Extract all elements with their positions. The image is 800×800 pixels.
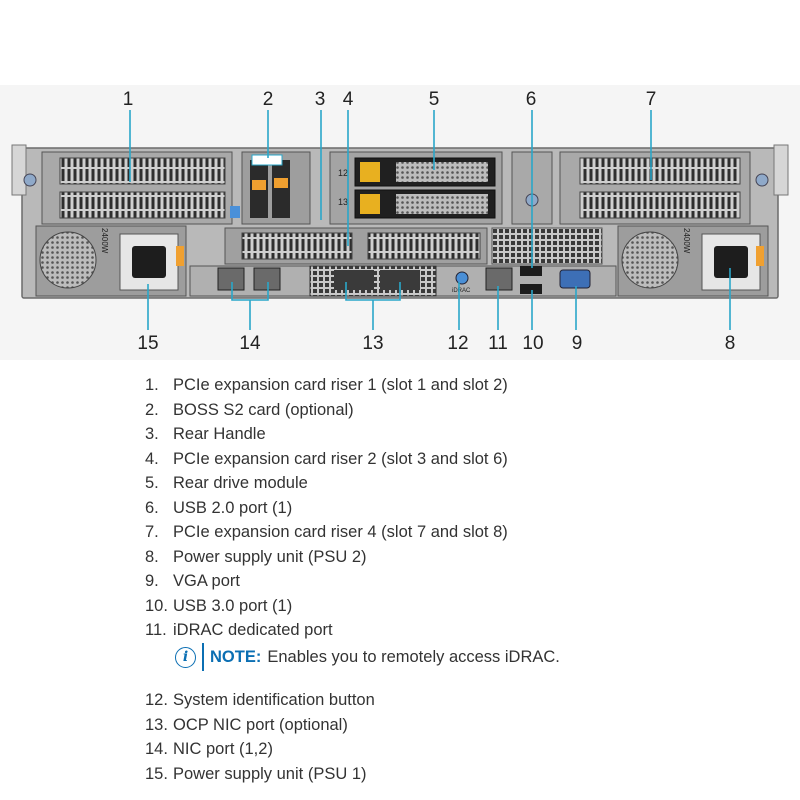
legend-text: Power supply unit (PSU 2): [173, 547, 367, 566]
leader-lines: [129, 110, 731, 330]
note-divider: [202, 643, 204, 671]
callout-labels: 1 2 3 4 5 6 7 8 9 10 11 12 13 14 15: [123, 89, 736, 354]
legend-number: 8.: [145, 547, 159, 566]
legend-text: iDRAC dedicated port: [173, 621, 333, 639]
legend-number: 2.: [145, 400, 159, 419]
legend-item: 2. BOSS S2 card (optional): [145, 398, 508, 423]
callout-7: 7: [646, 89, 657, 110]
psu-2-rating: 2400W: [682, 228, 691, 254]
legend-text: System identification button: [173, 691, 375, 709]
psu-2: 2400W: [617, 225, 769, 297]
idrac-port: [485, 267, 513, 291]
legend-text: BOSS S2 card (optional): [173, 400, 354, 419]
legend-text: PCIe expansion card riser 4 (slot 7 and …: [173, 523, 508, 541]
legend-item: 15. Power supply unit (PSU 1): [145, 762, 508, 787]
system-id-button: [455, 271, 469, 285]
pcie-riser-4: [511, 151, 751, 225]
vga-port: [559, 269, 591, 289]
psu-1: 2400W: [35, 225, 187, 297]
pcie-riser-2: [224, 227, 603, 265]
callout-5: 5: [429, 89, 440, 110]
legend-text: VGA port: [173, 572, 240, 590]
component-legend: 1. PCIe expansion card riser 1 (slot 1 an…: [145, 373, 508, 786]
legend-item: 9. VGA port: [145, 569, 508, 594]
note-text: Enables you to remotely access iDRAC.: [267, 647, 560, 666]
usb-3-port: [520, 284, 542, 294]
note-label: NOTE:: [210, 647, 262, 666]
callout-8: 8: [725, 333, 736, 354]
legend-item: 6. USB 2.0 port (1): [145, 496, 508, 521]
callout-13: 13: [362, 333, 383, 354]
callout-15: 15: [137, 333, 158, 354]
legend-item: 5. Rear drive module: [145, 471, 508, 496]
nic-port-2: [253, 267, 281, 291]
legend-text: Rear Handle: [173, 425, 266, 443]
legend-item: 13. OCP NIC port (optional): [145, 713, 508, 738]
legend-item: 1. PCIe expansion card riser 1 (slot 1 an…: [145, 373, 508, 398]
legend-number: 4.: [145, 449, 159, 468]
legend-text: Power supply unit (PSU 1): [173, 764, 367, 783]
legend-item: 7. PCIe expansion card riser 4 (slot 7 an…: [145, 520, 508, 545]
pcie-riser-1: [41, 151, 233, 225]
callout-10: 10: [522, 333, 543, 354]
legend-text: Rear drive module: [173, 474, 308, 492]
legend-number: 11.: [145, 621, 167, 639]
legend-number: 1.: [145, 376, 159, 394]
rear-drive-module: 12 13: [329, 151, 503, 225]
legend-item: 11. iDRAC dedicated port: [145, 618, 508, 688]
legend-number: 5.: [145, 474, 159, 492]
usb-2-port: [520, 266, 542, 276]
legend-number: 10.: [145, 596, 168, 615]
legend-text: PCIe expansion card riser 2 (slot 3 and …: [173, 449, 508, 468]
legend-item: 14. NIC port (1,2): [145, 737, 508, 762]
callout-2: 2: [263, 89, 274, 110]
callout-6: 6: [526, 89, 537, 110]
info-icon: i: [175, 646, 196, 668]
left-thumbscrew-icon: [23, 173, 37, 187]
legend-item: 10. USB 3.0 port (1): [145, 594, 508, 619]
legend-text: PCIe expansion card riser 1 (slot 1 and …: [173, 376, 508, 394]
legend-number: 7.: [145, 523, 159, 541]
boss-s2-card: [230, 151, 311, 225]
idrac-note: i NOTE: Enables you to remotely access i…: [175, 643, 560, 671]
callout-11: 11: [488, 333, 508, 354]
server-rear-diagram: 12 13 2400W 2400W: [0, 85, 800, 360]
psu-1-fan-icon: [39, 231, 97, 289]
callout-14: 14: [239, 333, 261, 354]
legend-item: 4. PCIe expansion card riser 2 (slot 3 an…: [145, 447, 508, 472]
callout-1: 1: [123, 89, 134, 110]
idrac-mark: iDRAC: [452, 288, 471, 294]
legend-number: 13.: [145, 715, 168, 734]
drive-bay-a-label: 12: [338, 168, 348, 178]
legend-number: 6.: [145, 498, 159, 517]
legend-number: 3.: [145, 425, 159, 443]
legend-item: 8. Power supply unit (PSU 2): [145, 545, 508, 570]
legend-text: USB 2.0 port (1): [173, 498, 293, 517]
legend-number: 9.: [145, 572, 159, 590]
legend-text: OCP NIC port (optional): [173, 715, 348, 734]
callout-3: 3: [315, 89, 326, 110]
legend-number: 15.: [145, 764, 168, 783]
legend-item: 12. System identification button: [145, 688, 508, 713]
right-thumbscrew-icon: [755, 173, 769, 187]
nic-port-1: [217, 267, 245, 291]
io-panel: iDRAC: [189, 265, 617, 297]
psu-2-fan-icon: [621, 231, 679, 289]
legend-number: 12.: [145, 691, 168, 709]
psu-1-rating: 2400W: [100, 228, 109, 254]
callout-4: 4: [343, 89, 354, 110]
callout-12: 12: [447, 333, 468, 354]
legend-number: 14.: [145, 740, 168, 758]
legend-text: USB 3.0 port (1): [173, 596, 293, 615]
legend-text: NIC port (1,2): [173, 740, 273, 758]
legend-item: 3. Rear Handle: [145, 422, 508, 447]
callout-9: 9: [572, 333, 583, 354]
drive-bay-b-label: 13: [338, 197, 348, 207]
